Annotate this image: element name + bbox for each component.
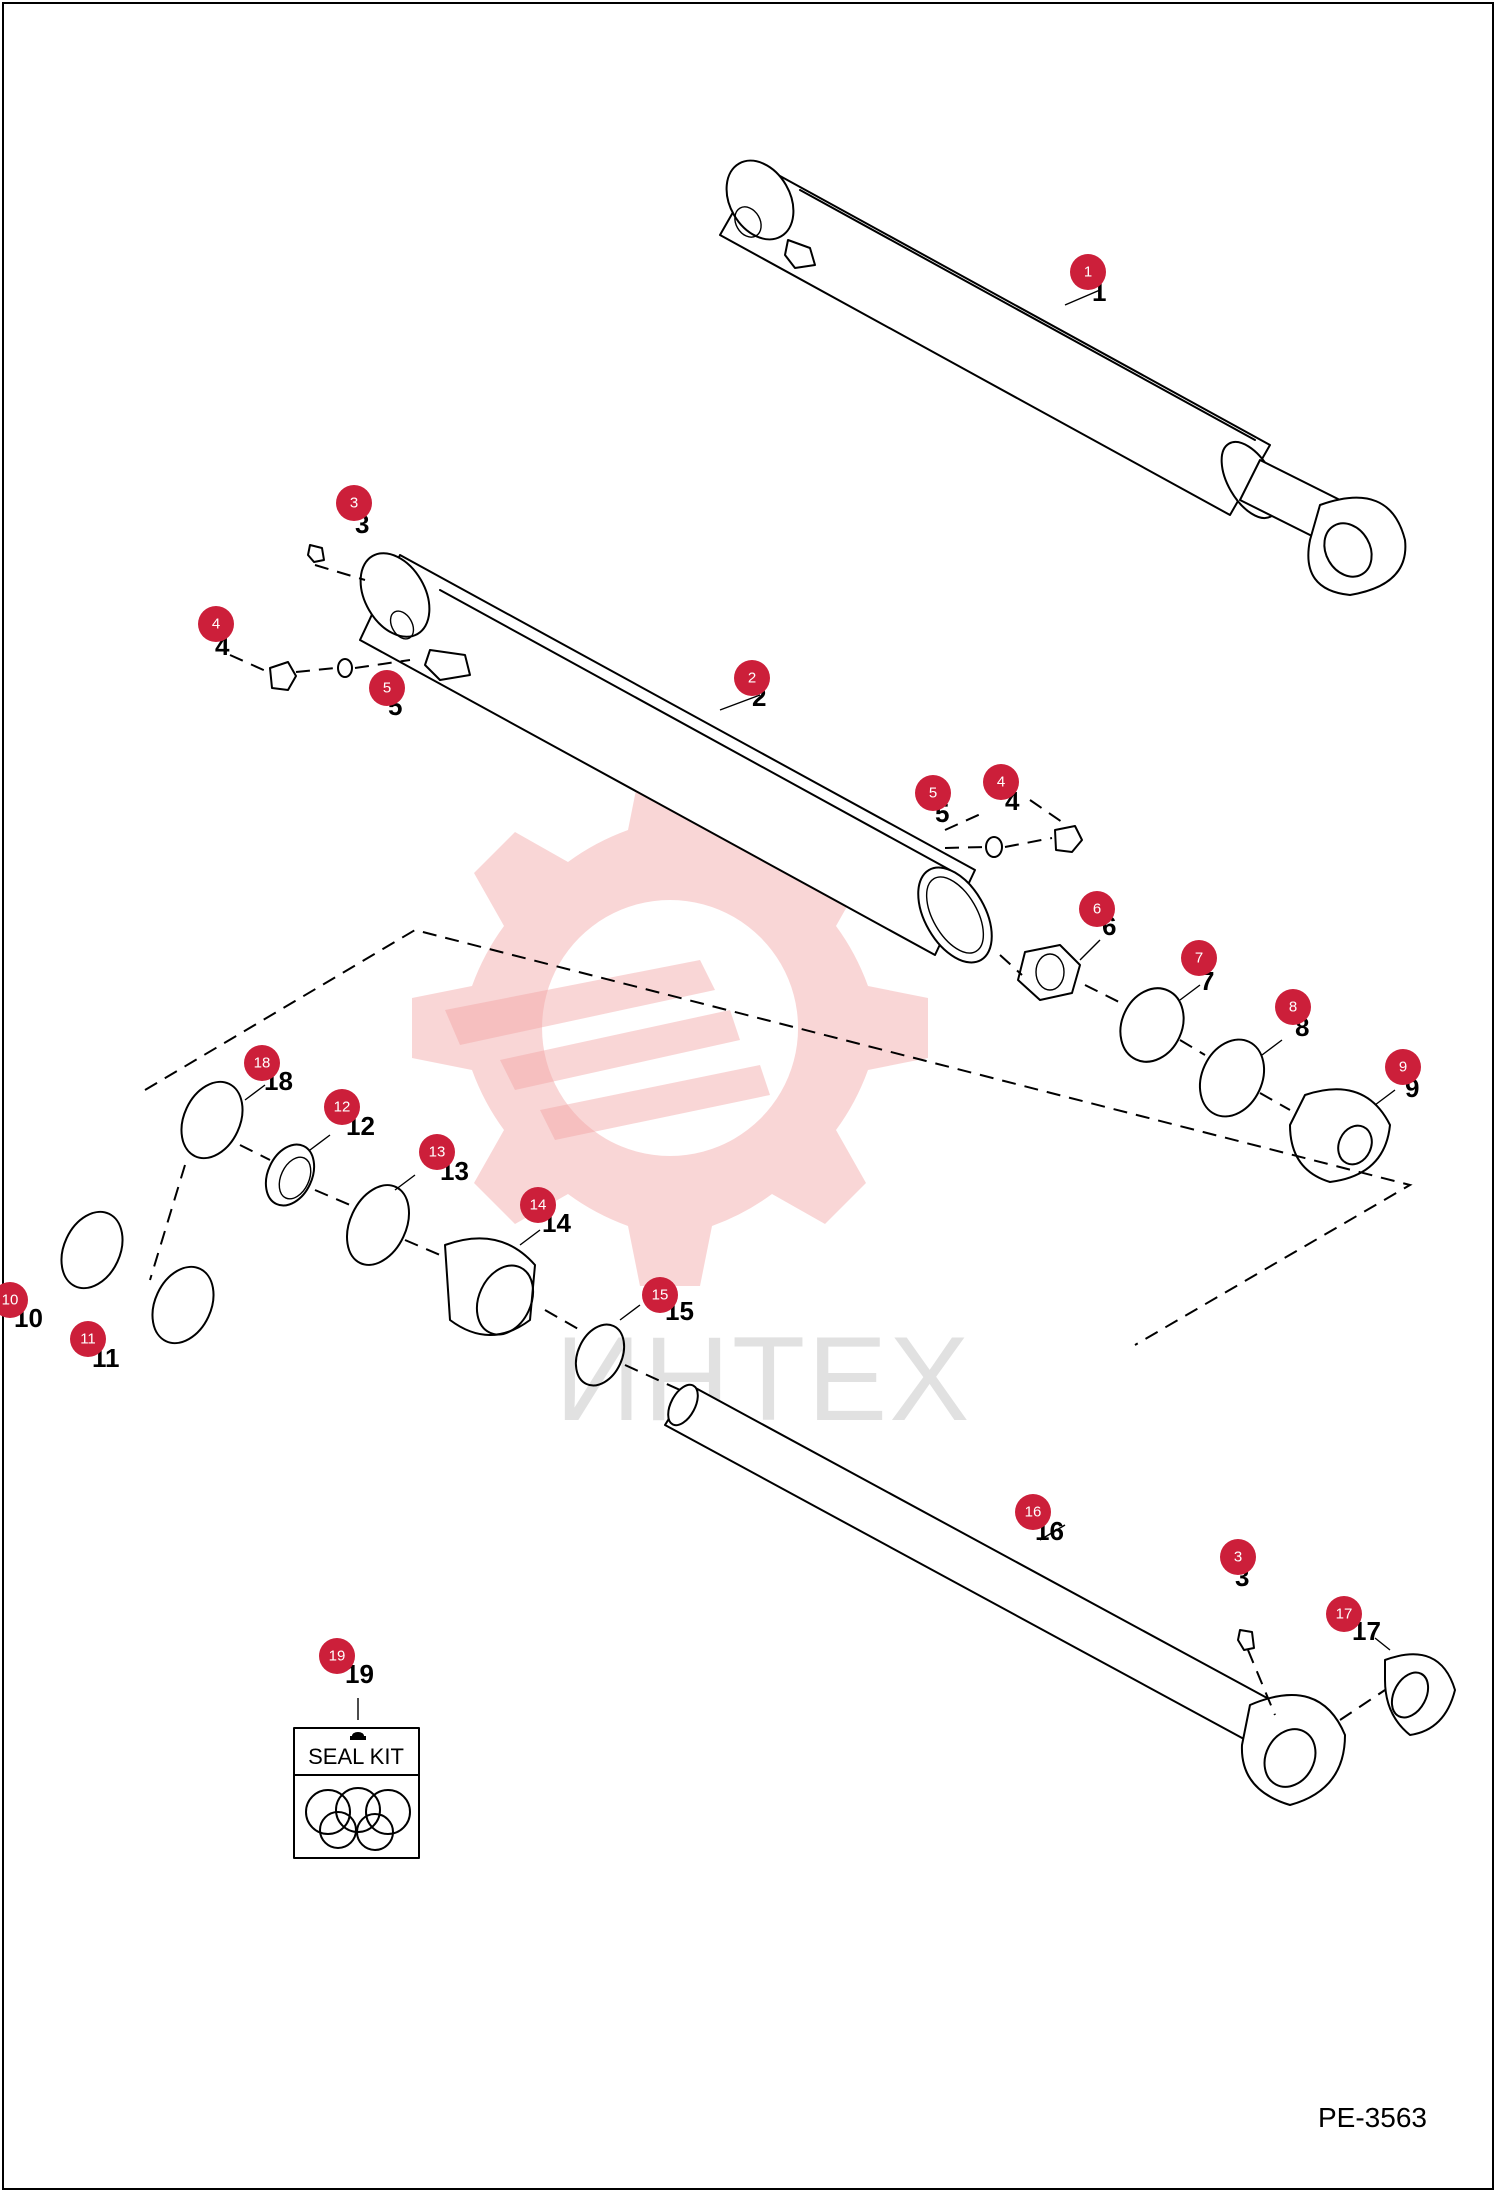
callout-9: 9 bbox=[1385, 1049, 1421, 1085]
callout-8: 8 bbox=[1275, 989, 1311, 1025]
kit-outline bbox=[144, 928, 1413, 1346]
svg-text:4: 4 bbox=[997, 774, 1005, 791]
callout-3-bottom: 3 bbox=[1220, 1539, 1256, 1575]
bushing bbox=[1384, 1653, 1456, 1736]
svg-text:4: 4 bbox=[212, 616, 220, 633]
plug-left bbox=[269, 661, 297, 691]
callout-13: 13 bbox=[419, 1134, 455, 1170]
callout-7: 7 bbox=[1181, 940, 1217, 976]
svg-text:1: 1 bbox=[1084, 264, 1092, 281]
svg-text:9: 9 bbox=[1399, 1059, 1407, 1076]
grease-fitting-top bbox=[307, 544, 325, 563]
svg-text:17: 17 bbox=[1336, 1606, 1353, 1623]
svg-text:13: 13 bbox=[429, 1144, 446, 1161]
ring-11 bbox=[151, 1265, 215, 1345]
callout-19: 19 bbox=[319, 1638, 355, 1674]
callout-4-left: 4 bbox=[198, 606, 234, 642]
callout-10: 10 bbox=[0, 1282, 28, 1318]
grease-fitting-bottom bbox=[1237, 1629, 1255, 1651]
cylinder-head bbox=[444, 1237, 536, 1336]
seal-15 bbox=[574, 1323, 626, 1387]
svg-text:18: 18 bbox=[254, 1055, 271, 1072]
ring-8 bbox=[1198, 1038, 1266, 1118]
seal-kit-label: SEAL KIT bbox=[308, 1744, 404, 1769]
svg-text:12: 12 bbox=[334, 1099, 351, 1116]
callout-6: 6 bbox=[1079, 891, 1115, 927]
callout-5-right: 5 bbox=[915, 775, 951, 811]
svg-text:5: 5 bbox=[383, 680, 391, 697]
ring-10 bbox=[60, 1210, 124, 1290]
svg-text:6: 6 bbox=[1093, 901, 1101, 918]
callout-badges: 1 2 3 4 5 5 4 6 7 8 9 10 11 12 13 14 15 … bbox=[0, 254, 1421, 1674]
callout-2: 2 bbox=[734, 660, 770, 696]
seal-kit: SEAL KIT bbox=[293, 1727, 420, 1859]
cylinder-barrel bbox=[359, 552, 993, 964]
callout-1: 1 bbox=[1070, 254, 1106, 290]
svg-text:2: 2 bbox=[748, 670, 756, 687]
o-ring-right bbox=[985, 836, 1003, 858]
svg-text:15: 15 bbox=[652, 1287, 669, 1304]
svg-text:3: 3 bbox=[350, 495, 358, 512]
callout-17: 17 bbox=[1326, 1596, 1362, 1632]
piston-rod bbox=[664, 1383, 1346, 1806]
cylinder-assembly bbox=[719, 159, 1407, 596]
svg-text:16: 16 bbox=[1025, 1504, 1042, 1521]
ring-18 bbox=[180, 1080, 244, 1160]
o-ring-left bbox=[337, 658, 353, 678]
callout-4-right: 4 bbox=[983, 764, 1019, 800]
plug-right bbox=[1054, 825, 1083, 853]
ring-7 bbox=[1119, 987, 1185, 1063]
callout-15: 15 bbox=[642, 1277, 678, 1313]
svg-text:14: 14 bbox=[530, 1197, 547, 1214]
svg-text:5: 5 bbox=[929, 785, 937, 802]
document-code: PE-3563 bbox=[1318, 2102, 1427, 2133]
piston bbox=[1289, 1088, 1391, 1183]
callout-16: 16 bbox=[1015, 1494, 1051, 1530]
callout-12: 12 bbox=[324, 1089, 360, 1125]
svg-text:11: 11 bbox=[80, 1331, 96, 1348]
ring-13 bbox=[346, 1184, 410, 1266]
callout-18: 18 bbox=[244, 1045, 280, 1081]
wiper-seal bbox=[264, 1143, 316, 1207]
callout-5-left: 5 bbox=[369, 670, 405, 706]
watermark-gear bbox=[412, 770, 928, 1286]
leader-lines bbox=[229, 289, 1396, 1721]
callout-11: 11 bbox=[70, 1321, 106, 1357]
svg-text:3: 3 bbox=[1234, 1549, 1242, 1566]
lock-nut bbox=[1017, 944, 1081, 1001]
callout-14: 14 bbox=[520, 1187, 556, 1223]
callout-3-top: 3 bbox=[336, 485, 372, 521]
svg-text:7: 7 bbox=[1195, 950, 1203, 967]
svg-text:19: 19 bbox=[329, 1648, 346, 1665]
svg-text:10: 10 bbox=[2, 1292, 19, 1309]
svg-text:8: 8 bbox=[1289, 999, 1297, 1016]
